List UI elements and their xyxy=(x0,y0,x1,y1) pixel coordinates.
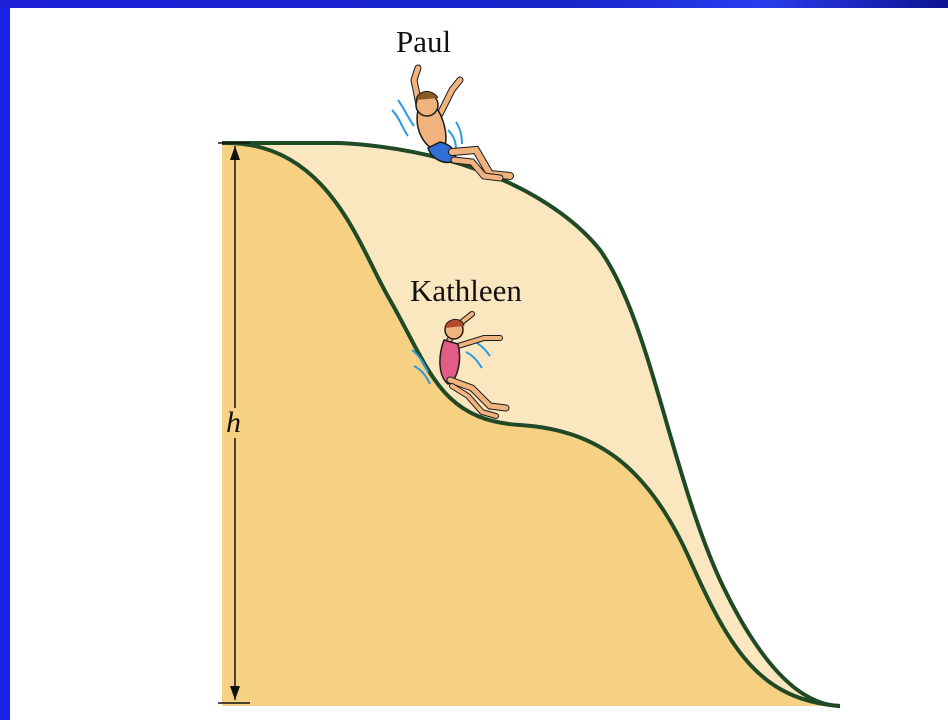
paul-figure-icon xyxy=(391,64,514,182)
kathleen-slide-curve xyxy=(221,140,841,708)
kathleen-figure-icon xyxy=(411,311,510,419)
height-arrow-down-icon xyxy=(230,686,240,700)
paul-label: Paul xyxy=(396,24,452,59)
kathleen-label: Kathleen xyxy=(410,273,522,308)
top-frame-bar xyxy=(0,0,948,8)
height-arrow-up-icon xyxy=(230,146,240,160)
height-label: h xyxy=(224,406,243,439)
hill-body xyxy=(222,142,840,707)
